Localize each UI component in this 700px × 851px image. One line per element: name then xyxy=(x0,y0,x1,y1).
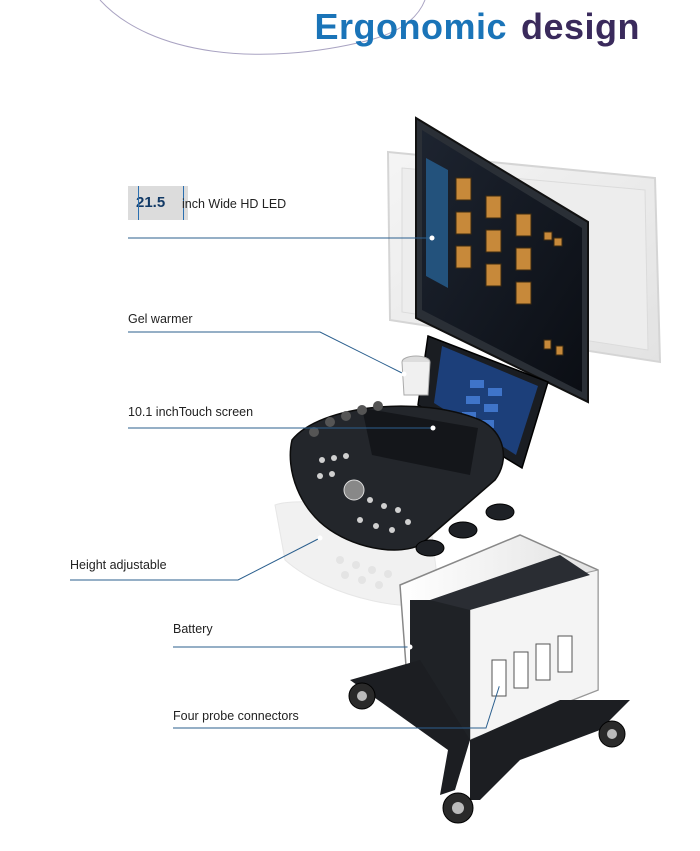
callout-height-adjustable: Height adjustable xyxy=(70,558,167,572)
screen-size-badge: 21.5 xyxy=(128,186,188,220)
page-title: Ergonomic design xyxy=(314,6,640,48)
probe-holders xyxy=(415,503,515,557)
title-word-design: design xyxy=(520,6,640,47)
control-console xyxy=(289,401,505,551)
callout-touch-screen: 10.1 inchTouch screen xyxy=(128,405,254,419)
screen-spec-label: inch Wide HD LED xyxy=(182,197,287,211)
main-monitor xyxy=(415,116,589,404)
gel-warmer xyxy=(401,355,431,396)
screen-size-value: 21.5 xyxy=(136,194,166,211)
title-word-ergonomic: Ergonomic xyxy=(314,6,507,47)
callout-probe-connectors: Four probe connectors xyxy=(173,709,299,723)
bracket-decoration xyxy=(138,186,184,220)
callout-gel-warmer: Gel warmer xyxy=(128,312,193,326)
cart-base xyxy=(348,660,630,824)
callout-battery: Battery xyxy=(173,622,213,636)
decorative-arc xyxy=(99,0,426,55)
